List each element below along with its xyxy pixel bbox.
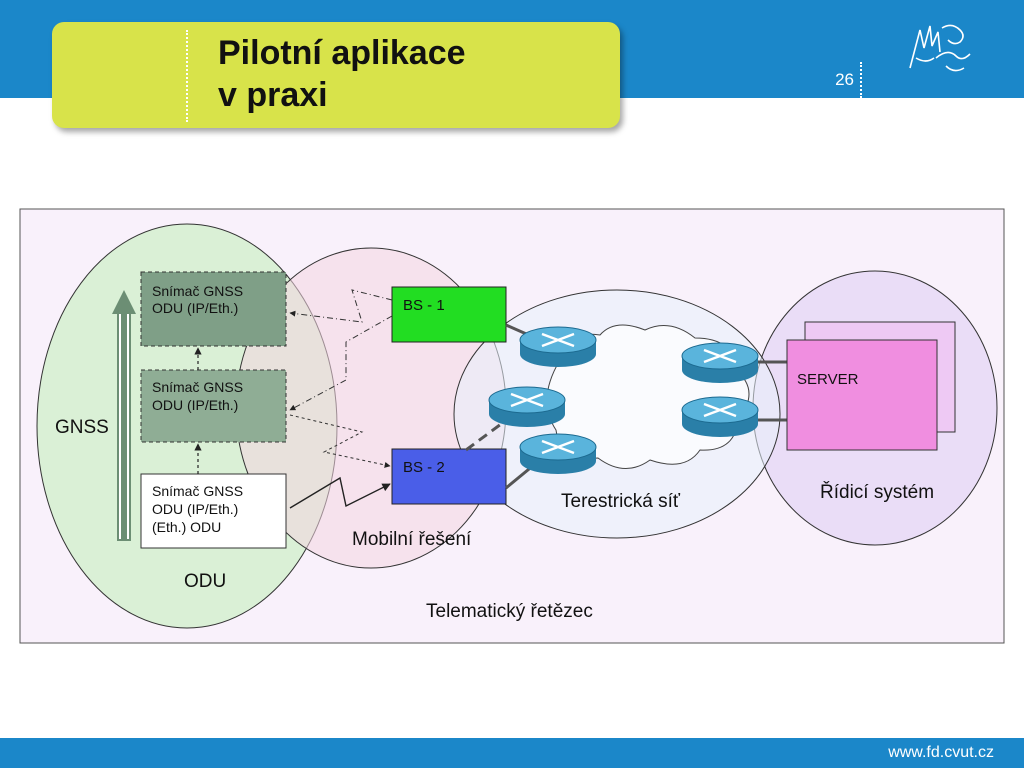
- page-title: Pilotní aplikace v praxi: [218, 32, 466, 116]
- sensor-top-box: [140, 271, 287, 347]
- bs2-box: [391, 448, 507, 505]
- router-3: [519, 433, 597, 474]
- sensor-mid-line2: ODU (IP/Eth.): [152, 397, 238, 413]
- terrestrial-network-label: Terestrická síť: [561, 491, 681, 512]
- bs1-label: BS - 1: [403, 297, 445, 314]
- sensor-top-line1: Snímač GNSS: [152, 283, 243, 299]
- wireless-link-mid: [289, 315, 393, 411]
- server-front-box: [786, 339, 938, 451]
- sensor-bottom-line1: Snímač GNSS: [152, 483, 243, 499]
- university-lion-logo: [909, 24, 971, 72]
- sensor-top-line2: ODU (IP/Eth.): [152, 300, 238, 316]
- gnss-signal-arrow: [112, 290, 136, 541]
- wireless-link-mid2: [289, 414, 391, 468]
- router-2: [488, 386, 566, 427]
- sensor-bottom-line2: ODU (IP/Eth.): [152, 501, 238, 517]
- sensor-bottom-box: [140, 473, 287, 549]
- gnss-label: GNSS: [55, 417, 109, 438]
- wireless-link-bottom: [289, 476, 391, 509]
- page-number-separator: [860, 62, 862, 98]
- title-line-1: Pilotní aplikace: [218, 34, 466, 72]
- telematic-chain-label: Telematický řetězec: [426, 601, 593, 622]
- sensor-mid-line1: Snímač GNSS: [152, 379, 243, 395]
- wireless-link-top: [289, 289, 393, 323]
- control-system-label: Řídicí systém: [820, 481, 934, 503]
- router-1: [519, 326, 597, 367]
- title-line-2: v praxi: [218, 76, 328, 114]
- router-4: [681, 342, 759, 383]
- sensor-bottom-line3: (Eth.) ODU: [152, 519, 221, 535]
- page-number: 26: [835, 70, 854, 89]
- bs2-label: BS - 2: [403, 459, 445, 476]
- mobile-solution-label: Mobilní řešení: [352, 529, 472, 550]
- footer-url[interactable]: www.fd.cvut.cz: [888, 744, 994, 761]
- footer-bar: www.fd.cvut.cz: [0, 738, 1024, 768]
- title-box: [52, 22, 620, 128]
- sensor-mid-box: [140, 369, 287, 443]
- router-5: [681, 396, 759, 437]
- server-label: SERVER: [797, 371, 859, 388]
- bs1-box: [391, 286, 507, 343]
- odu-label: ODU: [184, 571, 226, 592]
- title-separator: [186, 30, 188, 122]
